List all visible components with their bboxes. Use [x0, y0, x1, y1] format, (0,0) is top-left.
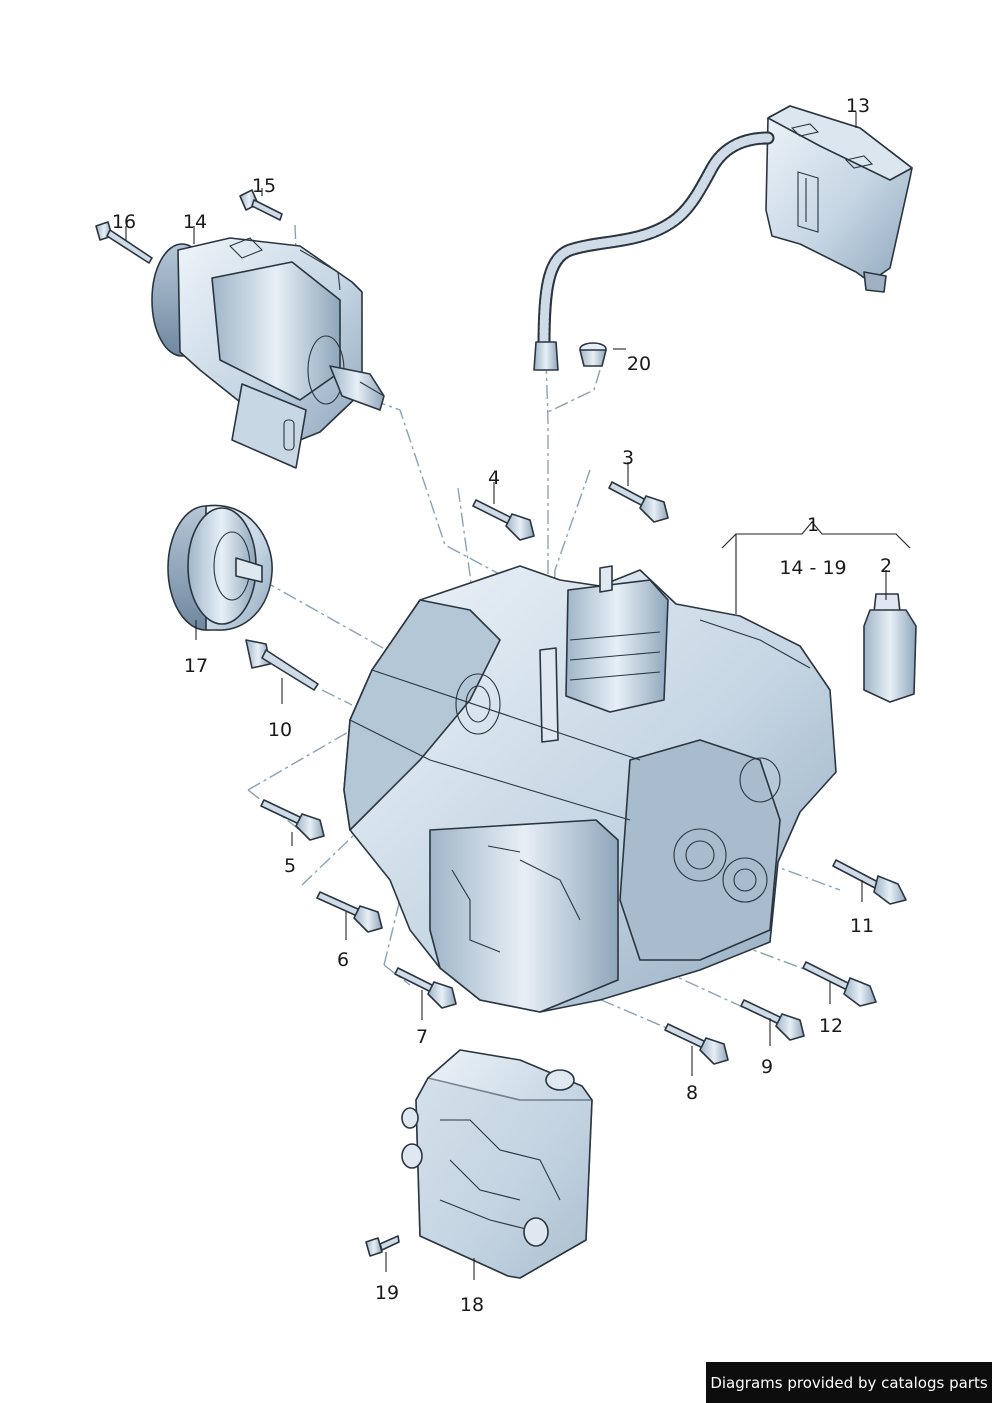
fluid-bottle-2	[863, 593, 917, 703]
bolt-9	[740, 999, 805, 1041]
bolt-4	[472, 499, 535, 541]
callout-8: 8	[686, 1082, 698, 1104]
callout-7: 7	[416, 1026, 428, 1048]
credit-text: Diagrams provided by catalogs parts	[710, 1373, 988, 1392]
bolt-5	[260, 799, 325, 841]
callout-18: 18	[460, 1294, 484, 1316]
bolt-15	[239, 189, 283, 221]
bolt-19	[365, 1235, 400, 1257]
callout-13: 13	[846, 95, 870, 117]
callout-9: 9	[761, 1056, 773, 1078]
bolt-12	[802, 961, 877, 1007]
callout-6: 6	[337, 949, 349, 971]
control-unit-13	[533, 105, 913, 371]
bolt-7	[394, 967, 457, 1009]
callout-2: 2	[880, 555, 892, 577]
callout-4: 4	[488, 467, 500, 489]
callout-12: 12	[819, 1015, 843, 1037]
bolt-10	[245, 639, 319, 691]
callout-1: 1	[807, 514, 819, 536]
callout-5: 5	[284, 855, 296, 877]
callout-1-range: 14 - 19	[779, 557, 846, 579]
callout-17: 17	[184, 655, 208, 677]
callout-labels: 13 20 3 4 1 14 - 19 2 15 16 14 17 10 5 6…	[112, 95, 892, 1316]
leader-lines	[125, 112, 911, 1280]
bolt-6	[316, 891, 383, 933]
clutch-17	[167, 504, 273, 631]
callout-20: 20	[627, 353, 651, 375]
bolt-11	[832, 859, 907, 905]
gearbox-housing	[343, 565, 837, 1013]
actuator-14	[151, 237, 385, 469]
callout-10: 10	[268, 719, 292, 741]
bolt-16	[95, 221, 153, 264]
bolt-8	[664, 1023, 729, 1065]
callout-3: 3	[622, 447, 634, 469]
bolt-3	[608, 481, 669, 523]
credit-badge: Diagrams provided by catalogs parts	[706, 1362, 992, 1403]
callout-16: 16	[112, 211, 136, 233]
callout-19: 19	[375, 1282, 399, 1304]
callout-11: 11	[850, 915, 874, 937]
valve-body-18	[401, 1049, 593, 1279]
callout-15: 15	[252, 175, 276, 197]
callout-14: 14	[183, 211, 207, 233]
cap-20	[579, 342, 607, 367]
